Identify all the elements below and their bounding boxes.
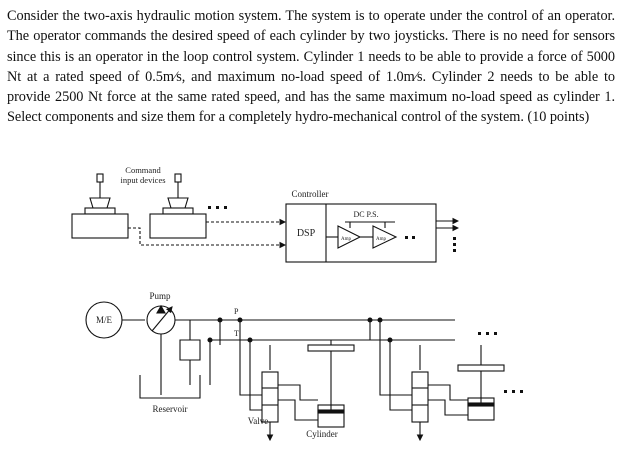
joystick-1 [71,173,129,239]
amp-label-1: Amp [341,237,352,242]
controller-box [285,203,437,263]
dcps-label: DC P.S. [353,210,378,219]
dsp-label: DSP [297,228,316,239]
ellipsis-horizontal [208,206,523,393]
valve-1 [261,345,279,442]
cylinder-1 [307,340,355,428]
valve-2 [411,345,429,442]
p-label: P [234,307,239,316]
controller-label: Controller [292,189,329,199]
t-label: T [234,329,239,338]
joystick-2 [149,173,207,239]
reservoir-label: Reservoir [153,404,188,414]
cylinder-2 [457,345,505,421]
problem-statement: Consider the two-axis hydraulic motion s… [7,8,615,126]
valve-label: Valve [248,416,269,426]
me-label: M/E [96,315,113,325]
cylinder-label: Cylinder [306,429,338,439]
ellipsis-vertical [453,237,456,252]
pump-label: Pump [149,291,171,301]
command-label-2: input devices [120,175,165,185]
reservoir [139,375,201,399]
amp-label-2: Amp [376,237,387,242]
command-label-1: Command [125,165,161,175]
